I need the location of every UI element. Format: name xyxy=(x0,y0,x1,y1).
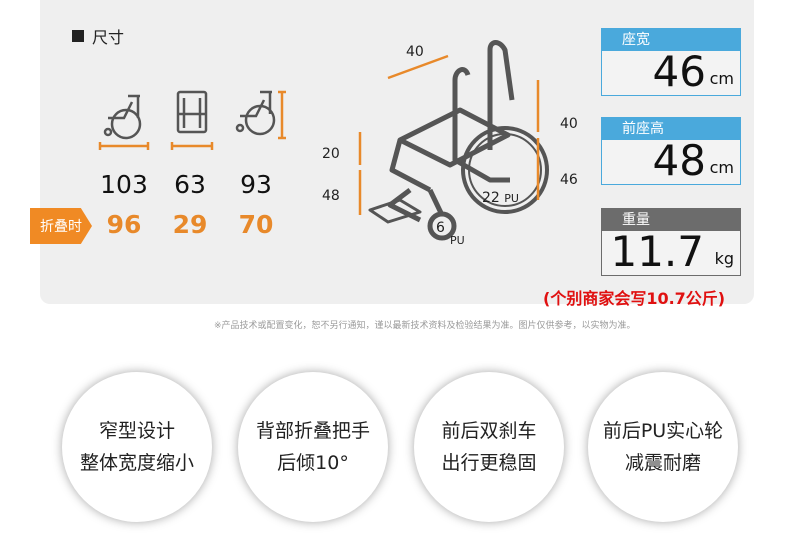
diagram-label-left-upper: 20 xyxy=(322,146,340,162)
spec-label: 座宽 xyxy=(602,29,740,51)
feature-line2: 后倾10° xyxy=(277,452,349,474)
wheelchair-width-icon xyxy=(170,90,214,150)
spec-label: 重量 xyxy=(602,209,740,231)
diagram-label-right-upper: 40 xyxy=(560,116,578,132)
spec-unit: cm xyxy=(709,158,734,177)
feature-circle: 前后双刹车 出行更稳固 xyxy=(414,372,564,522)
front-wheel-size: 6 xyxy=(436,220,445,236)
height-value: 93 xyxy=(240,170,272,199)
folded-label: 折叠时 xyxy=(30,208,92,244)
width-value: 63 xyxy=(174,170,206,199)
feature-circle: 前后PU实心轮 减震耐磨 xyxy=(588,372,738,522)
folded-width-value: 29 xyxy=(172,210,208,239)
diagram-label-top: 40 xyxy=(406,44,424,60)
length-value: 103 xyxy=(100,170,148,199)
feature-line1: 窄型设计 xyxy=(98,420,175,442)
spec-unit: kg xyxy=(714,249,734,268)
feature-line2: 出行更稳固 xyxy=(441,452,537,474)
feature-line2: 整体宽度缩小 xyxy=(79,452,194,474)
disclaimer-text: ※产品技术或配置变化，恕不另行通知，谨以最新技术资料及检验结果为准。图片仅供参考… xyxy=(214,321,636,331)
spec-value: 48 xyxy=(652,136,706,185)
front-wheel-material: PU xyxy=(450,234,465,247)
feature-circle: 背部折叠把手 后倾10° xyxy=(238,372,388,522)
spec-unit: cm xyxy=(709,69,734,88)
rear-wheel-material: PU xyxy=(504,192,519,205)
wheelchair-diagram xyxy=(358,40,549,241)
rear-wheel-label: 22 PU xyxy=(482,190,519,206)
feature-circle: 窄型设计 整体宽度缩小 xyxy=(62,372,212,522)
spec-card-front-seat-height: 前座高 48 cm xyxy=(601,117,741,185)
diagram-label-left-lower: 48 xyxy=(322,188,340,204)
spec-card-seat-width: 座宽 46 cm xyxy=(601,28,741,96)
wheelchair-length-icon xyxy=(98,94,150,150)
spec-label: 前座高 xyxy=(602,118,740,140)
spec-card-weight: 重量 11.7 kg xyxy=(601,208,741,276)
feature-line1: 前后双刹车 xyxy=(441,420,537,442)
feature-line1: 前后PU实心轮 xyxy=(602,420,724,442)
feature-line2: 减震耐磨 xyxy=(624,452,701,474)
section-title: 尺寸 xyxy=(72,24,124,48)
diagram-label-right-lower: 46 xyxy=(560,172,578,188)
folded-length-value: 96 xyxy=(106,210,142,239)
rear-wheel-size: 22 xyxy=(482,190,500,206)
square-bullet-icon xyxy=(72,30,84,42)
wheelchair-height-icon xyxy=(235,90,286,140)
feature-line1: 背部折叠把手 xyxy=(255,420,370,442)
folded-height-value: 70 xyxy=(238,210,274,239)
weight-note: (个别商家会写10.7公斤) xyxy=(543,289,726,308)
section-title-text: 尺寸 xyxy=(92,28,125,47)
spec-value: 46 xyxy=(652,47,706,96)
spec-value: 11.7 xyxy=(610,227,704,276)
